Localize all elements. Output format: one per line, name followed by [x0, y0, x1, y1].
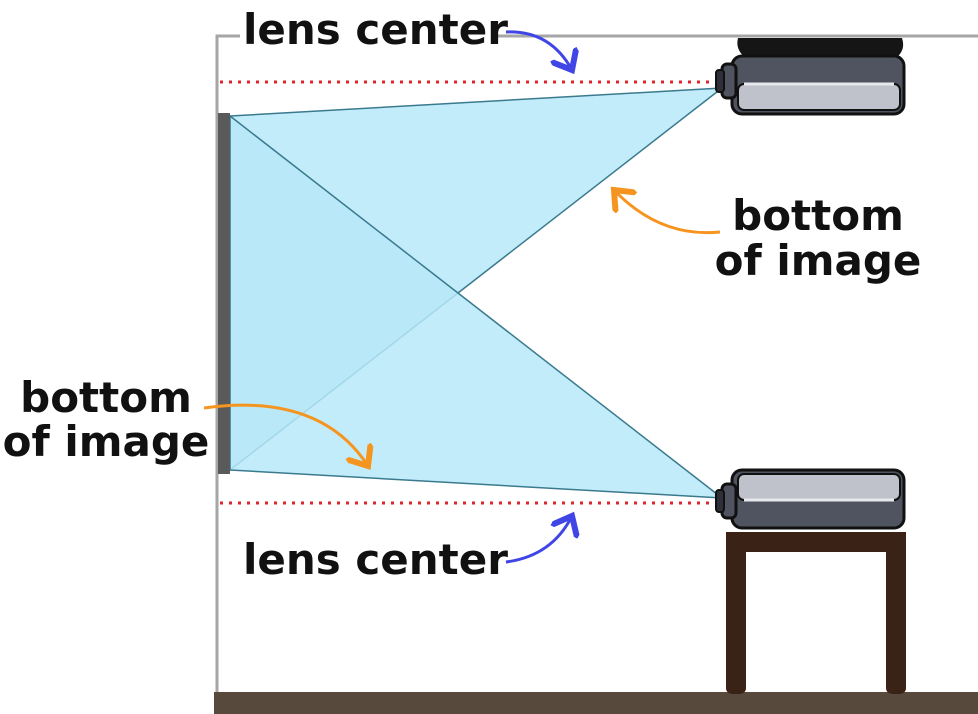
label-bottom-of-image-left-line1: bottom — [20, 373, 192, 422]
floor — [214, 692, 978, 714]
label-bottom-of-image-left-line2: of image — [3, 417, 210, 466]
arrow-bottom-of-image-right — [614, 190, 721, 235]
arrow-lens-center-top — [505, 30, 572, 70]
label-lens-center-bottom: lens center — [243, 535, 508, 584]
label-bottom-of-image-right-line2: of image — [715, 236, 922, 285]
projector-ceiling — [715, 38, 906, 116]
projection-screen — [218, 113, 230, 474]
projector-table-stand — [726, 532, 906, 694]
projector-table — [715, 468, 906, 530]
label-bottom-of-image-right-line1: bottom — [732, 191, 904, 240]
wall-outline — [215, 34, 978, 698]
arrow-bottom-of-image-left — [203, 403, 368, 466]
label-lens-center-top: lens center — [243, 5, 508, 54]
arrow-lens-center-bottom — [505, 516, 572, 564]
